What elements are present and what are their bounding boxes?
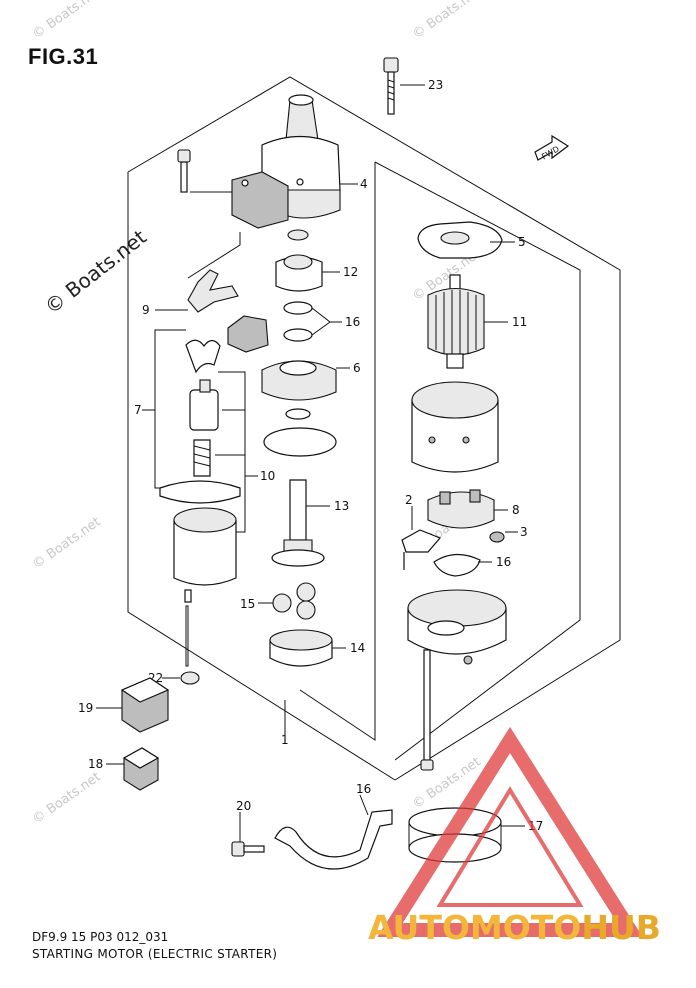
part-11-armature bbox=[427, 274, 485, 369]
callout-20: 19 bbox=[78, 701, 93, 715]
part-14-internal-gear bbox=[269, 629, 333, 667]
callout-19: 18 bbox=[88, 757, 103, 771]
figure-caption: STARTING MOTOR (ELECTRIC STARTER) bbox=[32, 947, 278, 961]
callout-4: 4 bbox=[360, 177, 368, 191]
part-6-flange bbox=[261, 360, 337, 401]
motor-body bbox=[173, 507, 237, 603]
callout-6: 6 bbox=[353, 361, 361, 375]
callout-16: 16 bbox=[345, 315, 360, 329]
part-16-lower-washer bbox=[433, 553, 481, 577]
part-10-magnet-switch bbox=[159, 379, 241, 504]
assembly-frame-outer-left bbox=[127, 172, 396, 781]
callout-17: 16 bbox=[356, 782, 371, 796]
washer bbox=[285, 408, 311, 420]
callout-22: 23 bbox=[428, 78, 443, 92]
brand-wordmark: AUTOMOTOHUB bbox=[368, 908, 661, 947]
callout-8: 8 bbox=[512, 503, 520, 517]
callout-10: 10 bbox=[260, 469, 275, 483]
assembly-frame-outer bbox=[127, 76, 621, 781]
part-23-nut bbox=[180, 605, 200, 685]
part-21-bolt bbox=[231, 841, 265, 857]
figure-title: FIG.31 bbox=[28, 44, 99, 69]
callout-3: 3 bbox=[520, 525, 528, 539]
fwd-arrow-icon: FWD bbox=[534, 134, 570, 161]
brand-part1: AUTOMOTO bbox=[368, 908, 582, 947]
through-bolt bbox=[420, 649, 434, 771]
part-8-brush-holder bbox=[401, 489, 495, 570]
callout-1: 1 bbox=[281, 733, 289, 747]
yoke-housing bbox=[411, 381, 499, 473]
part-15-planet-gears bbox=[272, 582, 316, 620]
part-5-plate bbox=[417, 221, 503, 259]
figure-code: DF9.9 15 P03 012_031 bbox=[32, 930, 169, 944]
callout-5: 5 bbox=[518, 235, 526, 249]
part-13-drive-shaft bbox=[271, 479, 325, 567]
brand-part2: HUB bbox=[581, 908, 661, 947]
part-19-relay-small bbox=[122, 747, 160, 791]
assembly-frame-inner bbox=[374, 161, 581, 761]
callout-13: 13 bbox=[334, 499, 349, 513]
part-17-strap bbox=[274, 809, 393, 870]
bolt-22 bbox=[383, 57, 399, 115]
callout-12: 12 bbox=[343, 265, 358, 279]
part-7-holder bbox=[185, 315, 269, 374]
part-9-shift-lever bbox=[187, 269, 239, 313]
end-cover bbox=[407, 589, 507, 665]
callout-9: 9 bbox=[142, 303, 150, 317]
callout-7: 7 bbox=[134, 403, 142, 417]
callout-21: 20 bbox=[236, 799, 251, 813]
callout-15: 15 bbox=[240, 597, 255, 611]
brand-triangle-logo bbox=[377, 726, 643, 937]
assembly-frame-inner-left bbox=[299, 162, 376, 741]
part-3-nut bbox=[489, 531, 505, 543]
callout-2: 2 bbox=[405, 493, 413, 507]
part-12-pinion-gear bbox=[275, 229, 323, 292]
gasket-ring bbox=[263, 427, 337, 457]
callout-16-lower: 16 bbox=[496, 555, 511, 569]
part-20-relay bbox=[120, 677, 170, 733]
callout-14: 14 bbox=[350, 641, 365, 655]
part-4-pinion-housing bbox=[231, 94, 341, 229]
callout-11: 11 bbox=[512, 315, 527, 329]
bolt-solenoid bbox=[177, 149, 191, 193]
part-16-clip-rings bbox=[283, 301, 313, 342]
